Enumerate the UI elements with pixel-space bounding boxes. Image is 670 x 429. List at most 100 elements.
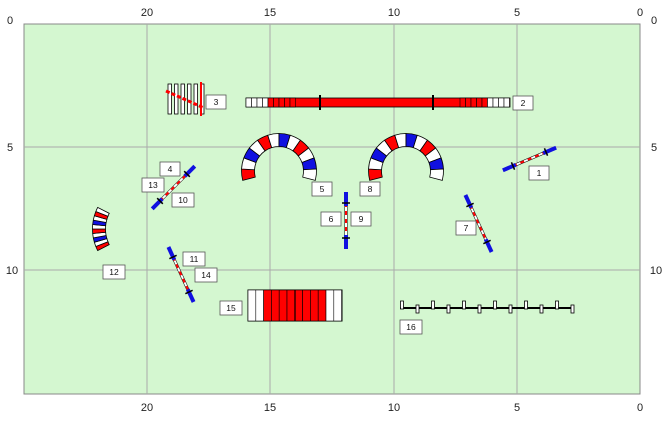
dog-walk-slat	[492, 97, 499, 108]
left-tick: 0	[7, 15, 13, 27]
obstacle-label-box	[171, 192, 195, 208]
obstacle-number-label: 9	[359, 214, 364, 224]
a-frame-slat	[333, 289, 342, 322]
dog-walk-slat	[465, 97, 472, 108]
obstacle-label-box	[102, 264, 126, 280]
a-frame-slat	[278, 289, 288, 322]
bottom-tick: 20	[141, 402, 153, 414]
obstacle-label-box	[311, 181, 333, 197]
jump-foot	[156, 197, 164, 205]
gate-picket	[174, 83, 179, 115]
jump-foot	[466, 202, 474, 208]
obstacle-number-label: 16	[406, 322, 416, 332]
a-frame-slat	[294, 289, 303, 322]
dog-walk-slat	[278, 97, 285, 108]
obstacle-2-dog-walk	[245, 95, 511, 110]
jump-foot	[510, 162, 516, 170]
obstacle-number-label: 3	[214, 97, 219, 107]
top-tick: 15	[264, 7, 276, 19]
left-axis: 0 5 10	[6, 15, 18, 277]
obstacle-6-jump	[342, 192, 350, 249]
obstacle-15-a-frame	[247, 289, 343, 322]
jump-bar-stripes	[512, 151, 547, 167]
obstacle-number-label: 2	[521, 98, 526, 108]
top-tick: 5	[514, 7, 520, 19]
tunnel-segment	[95, 206, 110, 217]
obstacle-number-label: 4	[168, 164, 173, 174]
weave-pole	[462, 300, 466, 310]
a-frame-slat	[271, 289, 280, 322]
grid	[24, 24, 640, 394]
jump-foot	[169, 254, 177, 260]
obstacle-number-label: 6	[329, 214, 334, 224]
dog-walk-slat	[245, 97, 252, 108]
obstacle-label-box	[205, 94, 227, 110]
weave-pole	[555, 300, 559, 310]
dog-walk-slat	[256, 97, 263, 108]
a-frame-slat	[255, 289, 264, 322]
jump-foot	[543, 148, 549, 156]
jump-bar-stripes	[159, 173, 188, 202]
right-tick: 10	[650, 265, 662, 277]
top-tick: 20	[141, 7, 153, 19]
right-axis: 0 5 10	[650, 15, 662, 277]
weave-pole	[446, 304, 451, 314]
jump-foot	[483, 239, 491, 245]
dog-walk-slat	[289, 97, 296, 108]
jump-bar-stripes	[172, 256, 190, 293]
dog-walk-slat	[470, 97, 477, 108]
obstacle-11-jump	[166, 246, 196, 303]
dog-walk-slat	[459, 97, 466, 108]
dog-walk-slat	[284, 97, 291, 108]
obstacle-label-box	[219, 300, 243, 316]
obstacle-label-box	[528, 165, 550, 181]
dog-walk-slat	[481, 97, 488, 108]
a-frame-slat	[263, 289, 272, 322]
weave-pole	[524, 300, 528, 310]
obstacle-label-box	[159, 161, 181, 177]
obstacle-label-box	[512, 95, 534, 111]
obstacle-label-box	[455, 220, 477, 236]
obstacle-label-box	[141, 177, 165, 193]
obstacle-label-box	[359, 181, 381, 197]
tunnel-segment	[92, 228, 107, 234]
bottom-tick: 0	[637, 402, 643, 414]
dog-walk-slat	[487, 97, 494, 108]
obstacle-number-label: 1	[537, 168, 542, 178]
weave-pole	[570, 304, 575, 314]
obstacle-1-jump	[502, 145, 557, 173]
bottom-tick: 5	[514, 402, 520, 414]
a-frame-slat	[310, 289, 319, 322]
bottom-tick: 10	[388, 402, 400, 414]
a-frame-slat	[325, 289, 335, 322]
top-axis: 20 15 10 5 0	[141, 7, 643, 19]
left-tick: 5	[7, 142, 13, 154]
a-frame-slat	[302, 289, 311, 322]
weave-pole	[400, 300, 404, 310]
gate-picket	[187, 83, 192, 115]
dog-walk-slat	[498, 97, 505, 108]
jump-foot	[183, 170, 191, 178]
top-tick: 10	[388, 7, 400, 19]
obstacle-8-tunnel	[368, 133, 444, 181]
weave-pole	[477, 304, 482, 314]
obstacle-3-gate	[165, 82, 205, 116]
dog-walk-slat	[503, 97, 510, 108]
obstacle-number-label: 11	[190, 254, 199, 264]
obstacle-7-jump	[463, 194, 494, 253]
obstacle-label-box	[350, 211, 372, 227]
obstacle-number-label: 15	[226, 303, 236, 313]
right-tick: 5	[651, 142, 657, 154]
dog-walk-slat	[262, 97, 269, 108]
weave-pole	[415, 304, 420, 314]
gate-picket	[167, 83, 172, 115]
obstacle-number-label: 7	[464, 223, 469, 233]
obstacle-5-tunnel	[241, 133, 317, 181]
dog-walk-slat	[251, 97, 258, 108]
a-frame-slat	[247, 289, 257, 322]
tunnel-segment	[429, 168, 444, 181]
a-frame-slat	[286, 289, 296, 322]
obstacle-label-box	[182, 251, 206, 267]
obstacle-number-label: 12	[109, 267, 119, 277]
